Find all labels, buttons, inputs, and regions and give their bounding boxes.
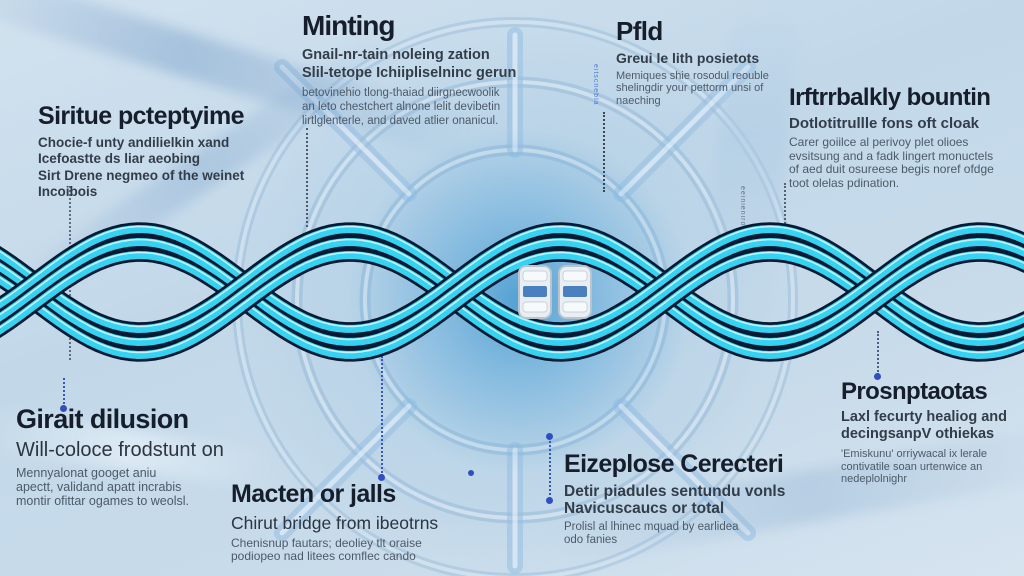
prosnptaotas-connector-dot [874, 373, 881, 380]
block-heading: Macten or jalls [231, 480, 396, 508]
block-line: Icefoastte ds liar aeobing [38, 151, 201, 166]
eizeplose-connector-line [549, 437, 551, 499]
block-heading: Eizeplose Cerecteri [564, 450, 784, 478]
block-line: an leto chestchert alnone lelit devibeti… [302, 100, 501, 113]
block-line: montir ofittar ogames to weolsl. [16, 493, 189, 508]
block-line: odo fanies [564, 533, 618, 546]
minting-connector-line [306, 128, 308, 227]
block-heading: Irftrrbalkly bountin [789, 84, 991, 111]
block-line: Carer goiilce al perivoy plet olioes [789, 135, 969, 150]
block-heading: Pfld [616, 16, 663, 46]
girait-connector-line [63, 378, 65, 408]
block-line: lirtlglenterle, and daved atlier onanicu… [302, 114, 499, 127]
block-line: contivatile soan urtenwice an [841, 460, 983, 473]
block-line: Chirut bridge from ibeotrns [231, 512, 439, 533]
wheel-spokes [274, 27, 756, 574]
block-line: Laxl fecurty healiog and [841, 409, 1007, 426]
block-line: nedeplolnighr [841, 473, 908, 486]
macten-connector-line [381, 356, 383, 476]
block-line: podiopeo nad litees comflec cando [231, 549, 416, 563]
center-clasp-icon [518, 265, 592, 319]
block-line: Greui le lith posietots [616, 49, 760, 66]
girait-connector-dot [60, 405, 67, 412]
block-heading: Siritue pcteptyime [38, 102, 245, 130]
block-line: toot olelas pdination. [789, 175, 900, 190]
annotation-block-prosnptaotas: Prosnptaotas Laxl fecurty healiog and de… [841, 378, 1016, 486]
block-heading: Prosnptaotas [841, 378, 988, 405]
block-line: Will-coloce frodstunt on [16, 438, 224, 461]
block-line: betovinehio tlong-thaiad diirgnecwoolik [302, 86, 500, 99]
eizeplose-connector-dot [546, 433, 553, 440]
block-heading: Minting [302, 10, 396, 41]
eizeplose-connector-dot [546, 497, 553, 504]
block-line: Dotlotitrullle fons oft cloak [789, 115, 979, 133]
block-line: apectt, validand apatt incrabis [16, 479, 182, 494]
block-line: Chenisnup fautars; deoliey tlt oraise [231, 535, 422, 550]
annotation-block-pfld: Pfld Greui le lith posietots Memiques sh… [616, 18, 826, 107]
block-line: Prolisl al lhinec mquad by earlidea [564, 520, 739, 533]
block-line: Chocie-f unty andilielkin xand [38, 134, 230, 150]
block-line: Sirt Drene negmeo of the weinet [38, 167, 245, 183]
prosnptaotas-connector-line [877, 331, 879, 375]
block-line: Slil-tetope Ichiipliselninc gerun [302, 64, 517, 81]
block-line: Memiques shie rosodul reouble [616, 69, 769, 82]
block-line: Navicuscaucs or total [564, 500, 725, 517]
annotation-block-infrbalkly: Irftrrbalkly bountin Dotlotitrullle fons… [789, 84, 1021, 190]
stray-dot [468, 470, 474, 476]
annotation-block-girait: Girait dilusion Will-coloce frodstunt on… [16, 404, 266, 508]
block-heading: Girait dilusion [16, 404, 189, 434]
block-line: Detir piadules sentundu vonls [564, 482, 786, 500]
block-line: decingsanpV othiekas [841, 425, 995, 442]
block-line: 'Emiskunu' orriywacal ix lerale [841, 448, 988, 461]
block-line: Incoibois [38, 184, 98, 199]
vertical-artifact-text: eeinieniro [739, 186, 746, 227]
block-line: of aed duit osureese begis noref ofdge [789, 162, 994, 177]
block-line: Mennyalonat googet aniu [16, 465, 157, 480]
vertical-artifact-text: eitscnebla [592, 64, 599, 106]
block-line: evsitsung and a fadk lingert monuctels [789, 148, 994, 163]
block-line: naeching [616, 94, 661, 107]
macten-connector-dot [378, 474, 385, 481]
infrbalkly-connector-line [784, 183, 786, 239]
block-line: Gnail-nr-tain noleing zation [302, 46, 490, 63]
chain-strand-b [0, 222, 1024, 362]
pfld-connector-line [603, 112, 605, 192]
block-line: shelingdir your pettorm unsi of [616, 82, 764, 95]
annotation-block-minting: Minting Gnail-nr-tain noleing zation Sli… [302, 10, 602, 128]
annotation-block-siritue: Siritue pcteptyime Chocie-f unty andilie… [38, 102, 308, 201]
annotation-block-eizeplose: Eizeplose Cerecteri Detir piadules sentu… [564, 450, 824, 547]
annotation-block-macten: Macten or jalls Chirut bridge from ibeot… [231, 480, 511, 564]
